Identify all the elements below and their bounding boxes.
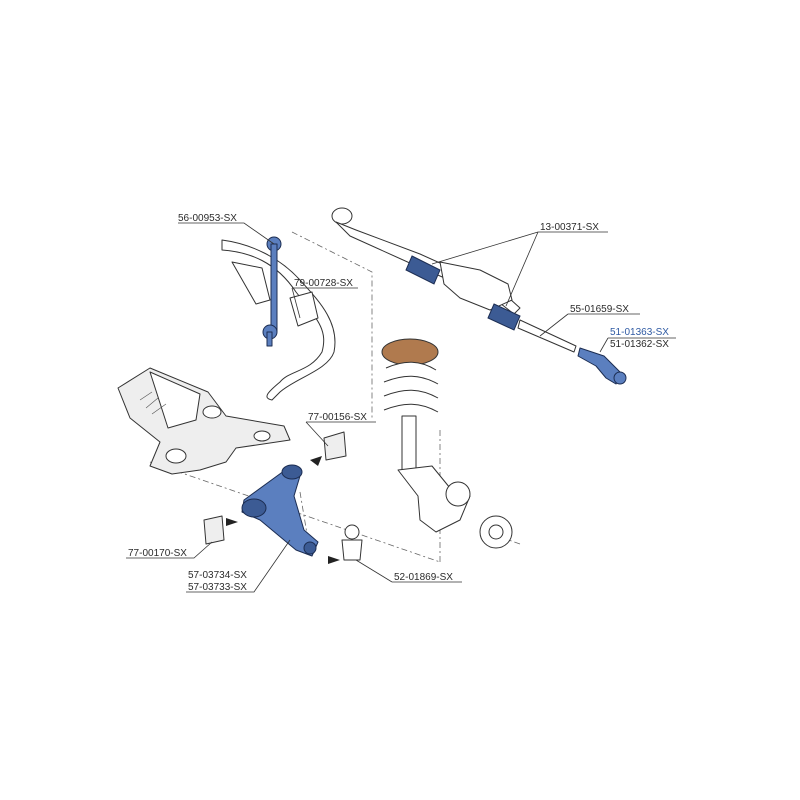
part-label-56-00953[interactable]: 56-00953-SX: [178, 213, 237, 224]
part-label-77-00156[interactable]: 77-00156-SX: [308, 412, 367, 423]
steering-rack: [331, 207, 577, 353]
assembly-arrows: [226, 456, 340, 564]
part-label-77-00170[interactable]: 77-00170-SX: [128, 548, 187, 559]
part-label-51-01363[interactable]: 51-01363-SX: [610, 327, 669, 338]
part-label-57-03734[interactable]: 57-03734-SX: [188, 570, 247, 581]
strut-top-mount: [381, 338, 439, 366]
anti-roll-bar: [221, 239, 336, 401]
part-label-51-01362[interactable]: 51-01362-SX: [610, 339, 669, 350]
subframe: [117, 367, 291, 475]
part-label-55-01659[interactable]: 55-01659-SX: [570, 304, 629, 315]
lower-control-arm: [241, 464, 319, 557]
bushings: [203, 431, 347, 545]
strut-assembly: [381, 338, 439, 473]
part-label-52-01869[interactable]: 52-01869-SX: [394, 572, 453, 583]
steering-knuckle: [397, 465, 513, 549]
part-labels: 56-00953-SX 79-00728-SX 13-00371-SX 55-0…: [128, 213, 669, 593]
part-label-13-00371[interactable]: 13-00371-SX: [540, 222, 599, 233]
leader-lines: [126, 222, 676, 593]
part-label-57-03733[interactable]: 57-03733-SX: [188, 582, 247, 593]
part-label-79-00728[interactable]: 79-00728-SX: [294, 278, 353, 289]
tie-rod-end: [577, 347, 627, 385]
ball-joint: [341, 524, 363, 561]
